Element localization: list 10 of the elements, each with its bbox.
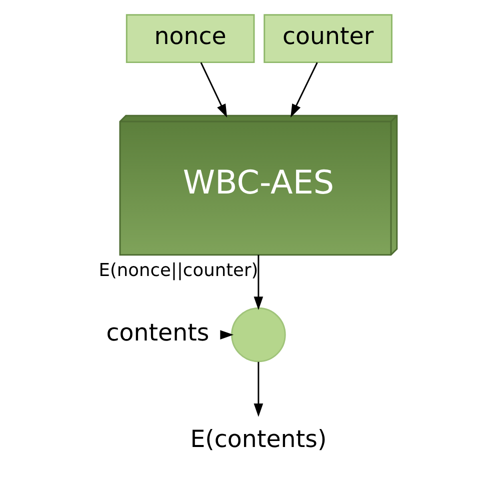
arrow bbox=[200, 62, 228, 118]
node-text: contents bbox=[106, 318, 210, 346]
arrow bbox=[254, 254, 264, 310]
edge-label: E(nonce||counter) bbox=[98, 260, 258, 281]
node-box: counter bbox=[264, 14, 392, 63]
node-circle bbox=[231, 306, 286, 362]
node-box: nonce bbox=[126, 14, 255, 63]
arrow bbox=[290, 62, 318, 117]
arrow bbox=[254, 361, 264, 416]
node-text: E(contents) bbox=[190, 424, 327, 453]
